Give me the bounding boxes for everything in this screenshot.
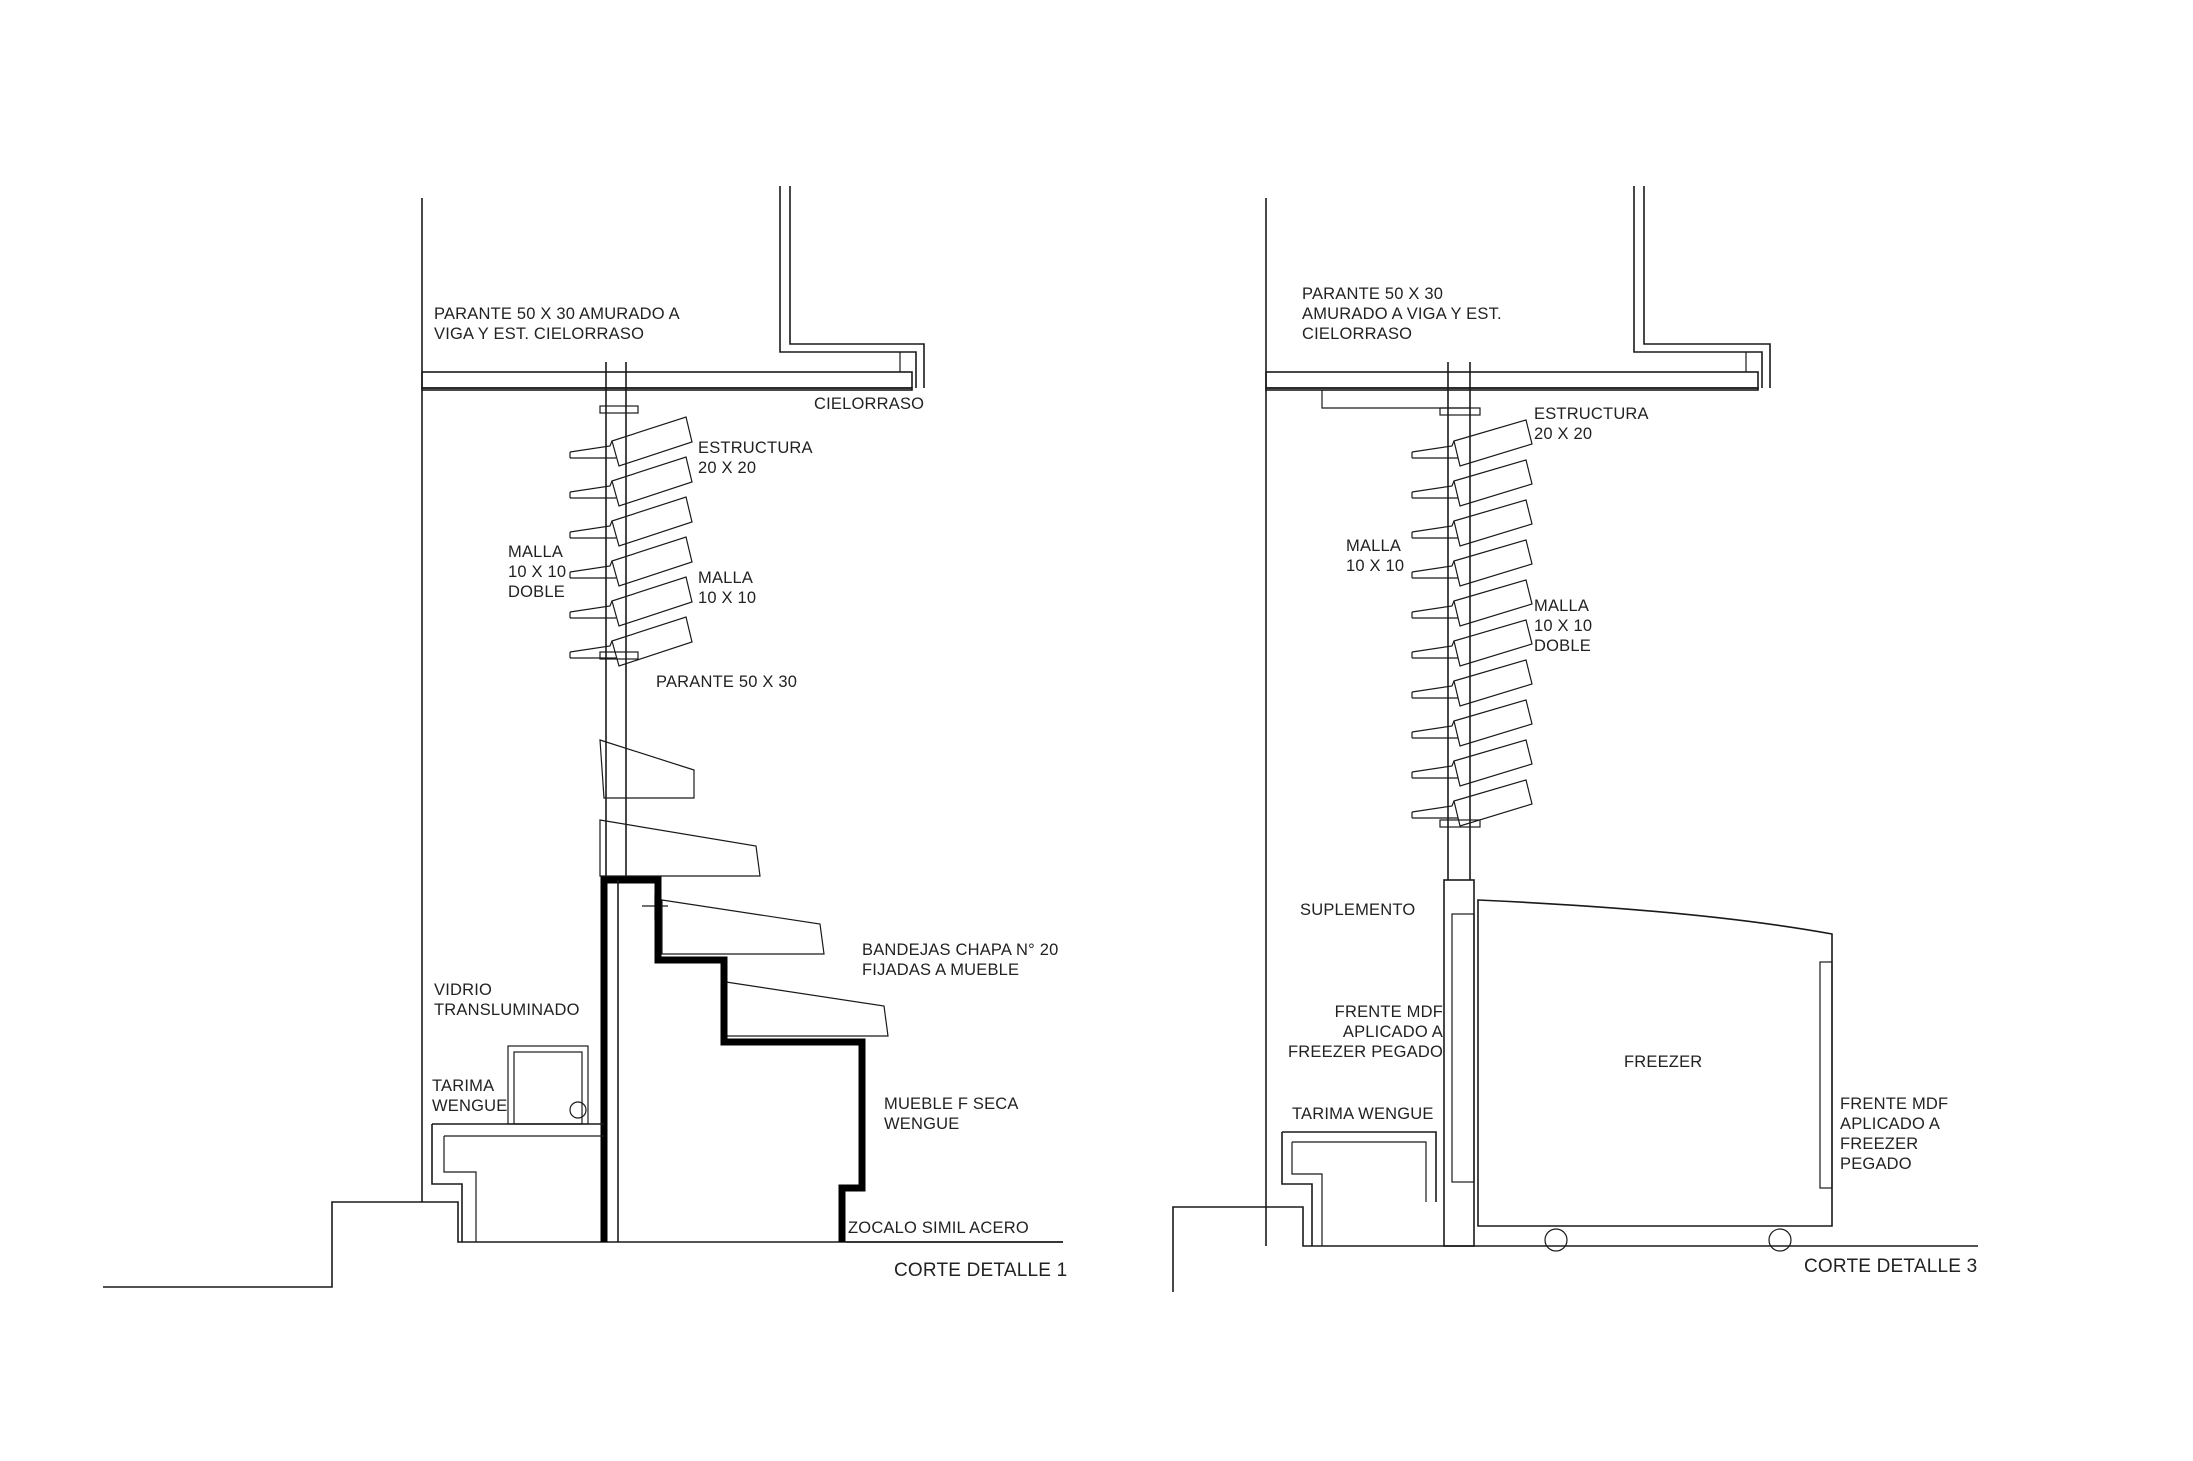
bandejas	[599, 739, 889, 1037]
label-suplemento: SUPLEMENTO	[1300, 901, 1416, 919]
label-parante-amurado-3: PARANTE 50 X 30 AMURADO A VIGA Y EST. CI…	[1302, 285, 1502, 343]
corte-detalle-1	[103, 186, 1063, 1288]
label-malla-doble: MALLA 10 X 10 DOBLE	[508, 543, 567, 601]
label-malla-doble-3: MALLA 10 X 10 DOBLE	[1534, 597, 1593, 655]
malla-panels	[569, 416, 693, 667]
label-malla: MALLA 10 X 10	[698, 569, 757, 607]
label-tarima-3: TARIMA WENGUE	[1292, 1105, 1434, 1123]
label-mueble: MUEBLE F SECA WENGUE	[884, 1095, 1019, 1133]
label-vidrio: VIDRIO TRANSLUMINADO	[434, 981, 580, 1019]
label-zocalo: ZOCALO SIMIL ACERO	[848, 1219, 1029, 1237]
title-corte-detalle-3: CORTE DETALLE 3	[1804, 1256, 1978, 1277]
mueble-outline	[600, 876, 866, 1242]
label-estructura-3: ESTRUCTURA 20 X 20	[1534, 405, 1649, 443]
malla-panels-3	[1411, 419, 1533, 827]
label-cielorraso: CIELORRASO	[814, 395, 925, 413]
label-tarima: TARIMA WENGUE	[432, 1077, 508, 1115]
freezer-body	[1477, 899, 1833, 1227]
label-estructura: ESTRUCTURA 20 X 20	[698, 439, 813, 477]
label-frente-right: FRENTE MDF APLICADO A FREEZER PEGADO	[1840, 1095, 1949, 1173]
corte-detalle-3	[1172, 186, 1978, 1292]
label-bandejas: BANDEJAS CHAPA N° 20 FIJADAS A MUEBLE	[862, 941, 1059, 979]
label-parante: PARANTE 50 X 30	[656, 673, 798, 691]
title-corte-detalle-1: CORTE DETALLE 1	[894, 1260, 1068, 1281]
label-freezer: FREEZER	[1624, 1053, 1703, 1071]
label-malla-3: MALLA 10 X 10	[1346, 537, 1405, 575]
label-parante-amurado: PARANTE 50 X 30 AMURADO A VIGA Y EST. CI…	[434, 305, 680, 343]
label-frente-left: FRENTE MDF APLICADO A FREEZER PEGADO	[1288, 1003, 1443, 1061]
